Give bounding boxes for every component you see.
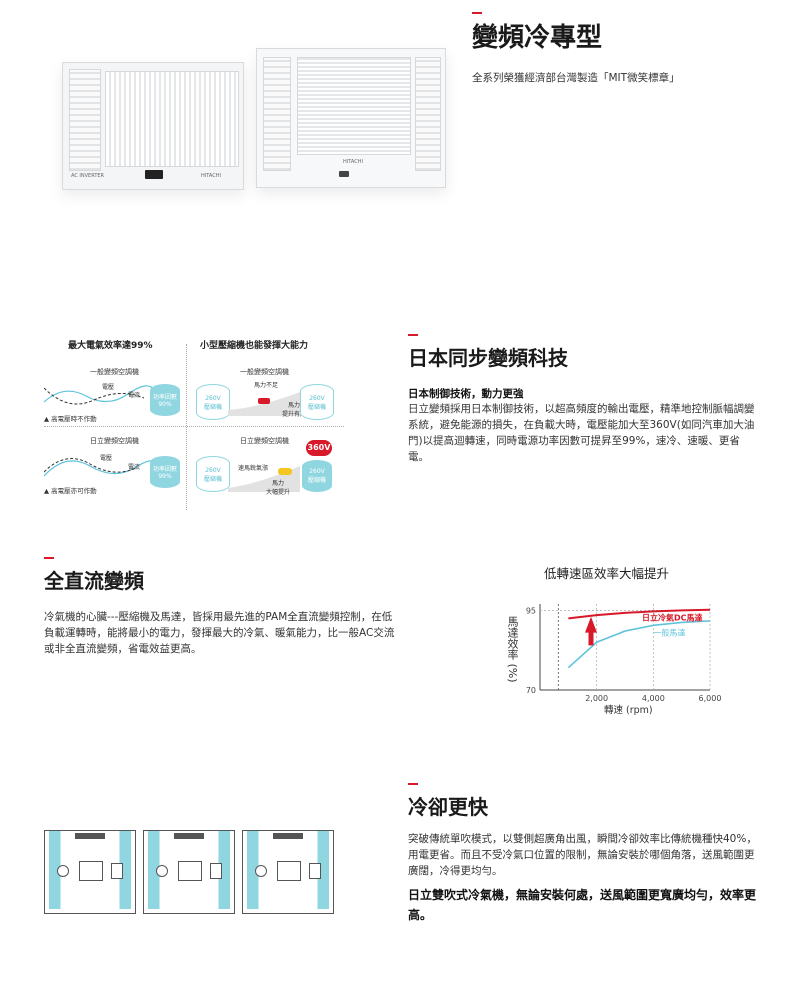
diagram-general-ac-left: 一般變頻空調機 bbox=[90, 368, 139, 376]
room-illustration-2 bbox=[143, 830, 235, 914]
section1-accent-bar bbox=[472, 12, 482, 14]
section3-title: 全直流變頻 bbox=[44, 569, 144, 593]
section4-highlight: 日立雙吹式冷氣機，無論安裝何處，送風範圍更寬廣均勻，效率更高。 bbox=[408, 888, 757, 922]
label-speed-climb: 速馬銳氣漲 bbox=[238, 465, 269, 472]
section1-desc: 全系列榮獲經濟部台灣製造「MIT微笑標章」 bbox=[472, 72, 680, 84]
ac-right-display bbox=[339, 171, 349, 177]
section2-body: 日立變頻採用日本制御技術，以超高頻度的輸出電壓，精準地控制脈幅調變系統，避免能源… bbox=[408, 403, 755, 463]
room-illustration-3 bbox=[242, 830, 334, 914]
chart-series-label-1: 日立冷氣DC馬達 bbox=[642, 612, 703, 622]
label-power-limited: 馬力提升有限 bbox=[282, 402, 307, 418]
section2-subtitle: 日本制御技術，動力更強 bbox=[408, 388, 524, 400]
chart-up-arrow-icon bbox=[585, 616, 597, 646]
chart-title: 低轉速區效率大幅提升 bbox=[544, 566, 670, 581]
chart-xtick-label: 2,000 bbox=[585, 694, 608, 703]
ac-unit-right-image: HITACHI bbox=[256, 48, 446, 188]
chart-xlabel: 轉速 (rpm) bbox=[604, 705, 653, 716]
diagram-hitachi-ac-left: 日立變頻空調機 bbox=[90, 437, 139, 445]
section3-accent-bar bbox=[44, 557, 54, 559]
ac-left-brand: HITACHI bbox=[201, 173, 221, 179]
section2-accent-bar bbox=[408, 334, 418, 336]
chart-ylabel: 馬達效率 (%) bbox=[506, 616, 519, 683]
label-current-2: 電流 bbox=[128, 464, 141, 471]
ac-left-display bbox=[145, 170, 163, 179]
slope-graphic-general bbox=[228, 392, 300, 416]
label-voltage-1: 電壓 bbox=[102, 384, 115, 391]
ac-right-louver-l bbox=[263, 57, 291, 171]
label-power-big: 馬力大幅提升 bbox=[266, 480, 291, 496]
section3-body: 冷氣機的心臟---壓縮機及馬達，皆採用最先進的PAM全直流變頻控制，在低負載運轉… bbox=[44, 611, 395, 655]
wave-graphic-hitachi bbox=[44, 458, 154, 477]
section2-title: 日本同步變頻科技 bbox=[408, 346, 568, 370]
room-illustration-1 bbox=[44, 830, 136, 914]
diagram-general-ac-right: 一般變頻空調機 bbox=[240, 368, 289, 376]
wave-graphic-general bbox=[44, 385, 154, 405]
diagram-divider-horizontal bbox=[44, 426, 344, 427]
diagram-divider-vertical bbox=[186, 344, 187, 510]
diagram-hitachi-ac-right: 日立變頻空調機 bbox=[240, 437, 289, 445]
chart-ytick-label: 70 bbox=[526, 686, 536, 695]
label-power-lack: 馬力不足 bbox=[254, 382, 279, 389]
ac-left-logo: AC INVERTER bbox=[71, 173, 105, 179]
chart-series-label-2: 一般馬達 bbox=[653, 627, 685, 637]
ac-right-front-grill bbox=[297, 57, 411, 155]
badge-360v: 360V bbox=[306, 440, 332, 456]
diagram-right-title: 小型壓縮機也能發揮大能力 bbox=[200, 341, 309, 351]
ac-right-brand: HITACHI bbox=[343, 159, 363, 165]
slope-graphic-hitachi bbox=[228, 466, 300, 492]
label-voltage-2: 電壓 bbox=[100, 455, 113, 462]
diagram-left-title: 最大電氣效率達99% bbox=[68, 341, 153, 351]
chart-ytick-label: 95 bbox=[526, 606, 536, 615]
chart-xtick-label: 6,000 bbox=[699, 694, 722, 703]
ac-left-louver-l bbox=[69, 69, 101, 171]
ac-unit-left-image: AC INVERTER HITACHI bbox=[62, 62, 244, 190]
section1-title: 變頻冷專型 bbox=[472, 23, 603, 53]
chart-xtick-label: 4,000 bbox=[642, 694, 665, 703]
section4-title: 冷卻更快 bbox=[408, 795, 488, 819]
section4-body: 突破傳統單吹模式，以雙側超廣角出風，瞬間冷卻效率比傳統機種快40%，用電更省。而… bbox=[408, 833, 757, 877]
ac-right-louver-r bbox=[415, 57, 441, 171]
warn-hitachi: ▲ 高電壓亦可作動 bbox=[44, 487, 97, 495]
warn-general: ▲ 高電壓時不作動 bbox=[44, 415, 97, 423]
chart-series-line-1 bbox=[568, 608, 711, 620]
ac-left-front-grill bbox=[105, 71, 239, 167]
section4-accent-bar bbox=[408, 783, 418, 785]
chart-series-line-2 bbox=[567, 620, 711, 669]
label-current-1: 電流 bbox=[128, 392, 141, 399]
